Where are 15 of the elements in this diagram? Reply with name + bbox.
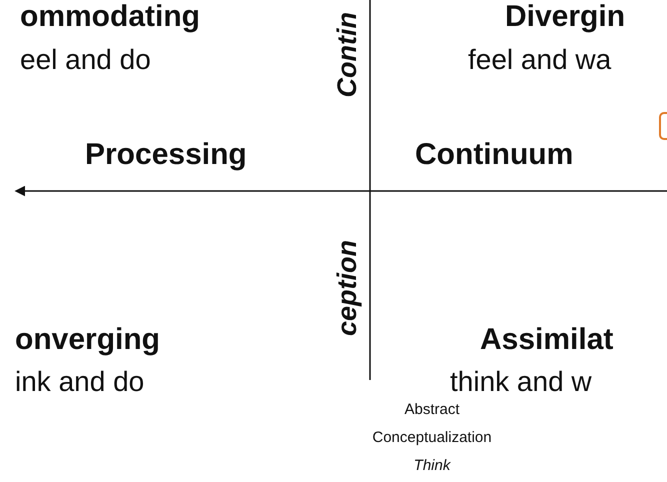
- axis-label: Processing: [85, 140, 247, 170]
- axis-label: Contin: [334, 12, 361, 98]
- axis-caption: Abstract: [403, 402, 461, 417]
- quadrant-heading: Divergin: [505, 2, 626, 32]
- quadrant-text: think and w: [450, 368, 592, 396]
- quadrant-text: ink and do: [15, 368, 144, 396]
- axis-caption: Think: [412, 458, 452, 473]
- quadrant-heading: ommodating: [20, 2, 200, 32]
- quadrant-text: eel and do: [20, 46, 151, 74]
- quadrant-heading: onverging: [15, 325, 160, 355]
- axis-caption: Conceptualization: [371, 430, 493, 445]
- quadrant-text: feel and wa: [468, 46, 612, 74]
- axis-label: ception: [334, 240, 361, 336]
- axis-label: Continuum: [415, 140, 574, 170]
- quadrant-heading: Assimilat: [480, 325, 614, 355]
